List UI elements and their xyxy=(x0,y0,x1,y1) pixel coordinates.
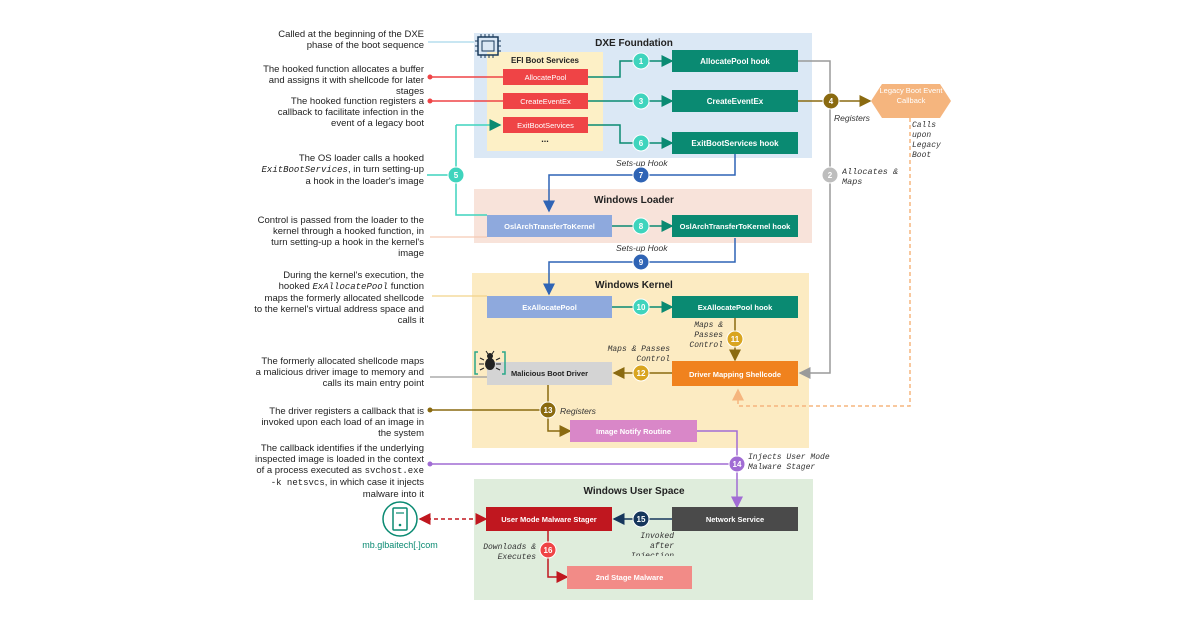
label-sets-up-hook-9: Sets-up Hook xyxy=(616,243,668,253)
svg-text:15: 15 xyxy=(637,515,646,524)
server-domain-label: mb.glbaitech[.]com xyxy=(362,540,438,550)
label-invoked-after: Invoked after Injection xyxy=(631,532,674,556)
ex-allocate-pool-hook-label: ExAllocatePool hook xyxy=(698,303,773,312)
network-service-box xyxy=(672,507,798,531)
image-notify-label: Image Notify Routine xyxy=(596,427,671,436)
kernel-region-title: Windows Kernel xyxy=(595,280,673,291)
label-calls-upon-legacy: Calls upon Legacy Boot xyxy=(912,121,941,160)
driver-mapping-label: Driver Mapping Shellcode xyxy=(689,370,781,379)
svg-text:9: 9 xyxy=(639,258,644,267)
osl-arch-hook-box xyxy=(672,215,798,237)
svg-text:16: 16 xyxy=(544,546,553,555)
step-2: 2 xyxy=(821,166,839,184)
bug-icon xyxy=(474,350,506,375)
svg-text:14: 14 xyxy=(733,460,742,469)
malware-stager-label: User Mode Malware Stager xyxy=(501,515,597,524)
malicious-driver-label: Malicious Boot Driver xyxy=(511,369,588,378)
svg-text:12: 12 xyxy=(637,369,646,378)
step-5: 5 xyxy=(447,166,465,184)
legacy-boot-label: Legacy Boot Event Callback xyxy=(879,86,943,105)
create-event-ex-label: CreateEventEx xyxy=(520,97,571,106)
step-8: 8 xyxy=(632,217,650,235)
create-event-ex-hook-label: CreateEventEx xyxy=(707,97,764,106)
step-11: 11 xyxy=(726,330,744,348)
annotation-allocate-pool: The hooked function allocates a buffer a… xyxy=(263,64,424,97)
legacy-boot-hexagon xyxy=(871,84,951,118)
annotation-driver: The driver registers a callback that is … xyxy=(261,406,424,439)
allocate-pool-box xyxy=(503,69,588,85)
exit-boot-services-hook-box xyxy=(672,132,798,154)
annotation-callback: The callback identifies if the underlyin… xyxy=(255,443,424,500)
malware-stager-box xyxy=(486,507,612,531)
label-registers-4: Registers xyxy=(834,113,871,123)
svg-text:10: 10 xyxy=(637,303,646,312)
create-event-ex-hook-box xyxy=(672,90,798,112)
ex-allocate-pool-box xyxy=(487,296,612,318)
step-6: 6 xyxy=(632,134,650,152)
osl-arch-hook-label: OslArchTransferToKernel hook xyxy=(680,222,792,231)
userspace-region-title: Windows User Space xyxy=(583,486,684,497)
step-10: 10 xyxy=(632,298,650,316)
loader-region-title: Windows Loader xyxy=(594,195,674,206)
label-maps-passes-12: Maps & Passes Control xyxy=(607,345,670,364)
label-injects-stager: Injects User Mode Malware Stager xyxy=(748,453,830,472)
step-4: 4 xyxy=(822,92,840,110)
annotation-dxe-call: Called at the beginning of the DXE phase… xyxy=(278,29,424,51)
create-event-ex-box xyxy=(503,93,588,109)
step-12: 12 xyxy=(632,364,650,382)
exit-boot-services-label: ExitBootServices xyxy=(517,121,574,130)
image-notify-box xyxy=(570,420,697,442)
osl-arch-label: OslArchTransferToKernel xyxy=(504,222,595,231)
dxe-region-title: DXE Foundation xyxy=(595,38,673,49)
label-sets-up-hook-7: Sets-up Hook xyxy=(616,158,668,168)
ex-allocate-pool-hook-box xyxy=(672,296,798,318)
svg-text:7: 7 xyxy=(639,171,644,180)
annotation-create-event: The hooked function registers a callback… xyxy=(277,96,424,129)
label-registers-13: Registers xyxy=(560,406,597,416)
step-16: 16 xyxy=(539,541,557,559)
svg-text:5: 5 xyxy=(454,171,459,180)
efi-region-title: EFI Boot Services xyxy=(511,56,580,65)
svg-text:3: 3 xyxy=(639,97,644,106)
svg-text:6: 6 xyxy=(639,139,644,148)
step-15: 15 xyxy=(632,510,650,528)
label-allocates-maps: Allocates & Maps xyxy=(842,167,899,187)
svg-text:4: 4 xyxy=(829,97,834,106)
annotation-exit-boot: The OS loader calls a hooked ExitBootSer… xyxy=(261,153,424,187)
allocate-pool-label: AllocatePool xyxy=(525,73,567,82)
label-downloads-executes: Downloads & Executes xyxy=(483,543,536,562)
step-1: 1 xyxy=(632,52,650,70)
annotation-ex-allocate: During the kernel's execution, the hooke… xyxy=(254,270,424,326)
svg-text:13: 13 xyxy=(544,406,553,415)
osl-arch-box xyxy=(487,215,612,237)
svg-text:2: 2 xyxy=(828,171,833,180)
second-stage-label: 2nd Stage Malware xyxy=(596,573,664,582)
step-9: 9 xyxy=(632,253,650,271)
label-maps-passes-11: Maps & Passes Control xyxy=(689,321,723,350)
allocate-pool-hook-box xyxy=(672,50,798,72)
efi-ellipsis: ... xyxy=(541,134,549,144)
svg-text:11: 11 xyxy=(731,335,740,344)
allocate-pool-hook-label: AllocatePool hook xyxy=(700,57,770,66)
malicious-driver-box xyxy=(487,362,612,385)
second-stage-box xyxy=(567,566,692,589)
svg-text:8: 8 xyxy=(639,222,644,231)
ex-allocate-pool-label: ExAllocatePool xyxy=(522,303,577,312)
network-service-label: Network Service xyxy=(706,515,764,524)
step-3: 3 xyxy=(632,92,650,110)
exit-boot-services-box xyxy=(503,117,588,133)
driver-mapping-box xyxy=(672,361,798,386)
step-7: 7 xyxy=(632,166,650,184)
chip-icon xyxy=(475,34,501,58)
exit-boot-services-hook-label: ExitBootServices hook xyxy=(691,139,779,148)
annotation-shellcode: The formerly allocated shellcode maps a … xyxy=(255,356,424,389)
server-icon xyxy=(382,501,418,537)
svg-text:1: 1 xyxy=(639,57,644,66)
step-13: 13 xyxy=(539,401,557,419)
annotation-osl-arch: Control is passed from the loader to the… xyxy=(257,215,424,259)
step-14: 14 xyxy=(728,455,746,473)
